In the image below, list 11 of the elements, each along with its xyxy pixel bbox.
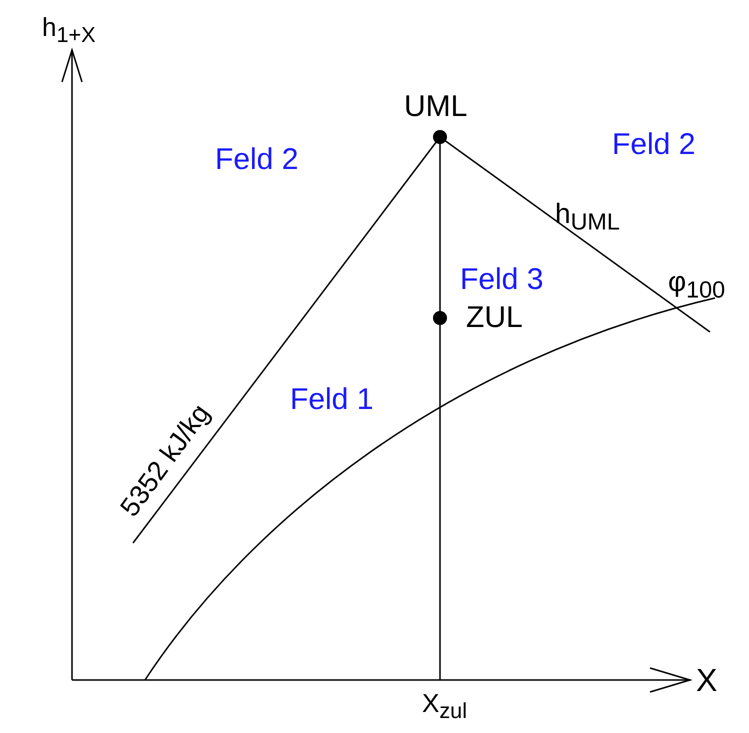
region-label: Feld 1 [290,385,374,415]
region-label: Feld 2 [215,145,298,175]
axis-label: X$_{zul}$ [422,690,468,722]
region-label: Feld 3 [460,265,544,295]
axis-label: h$_{1+X}$ [42,14,96,46]
point-label: ZUL [466,303,523,333]
point-label: UML [404,92,468,122]
curve-label: φ$_{100}$ [668,268,726,302]
axis-label: X [696,664,718,696]
region-label: Feld 2 [612,130,696,160]
line-label: h$_{UML}$ [555,200,620,234]
